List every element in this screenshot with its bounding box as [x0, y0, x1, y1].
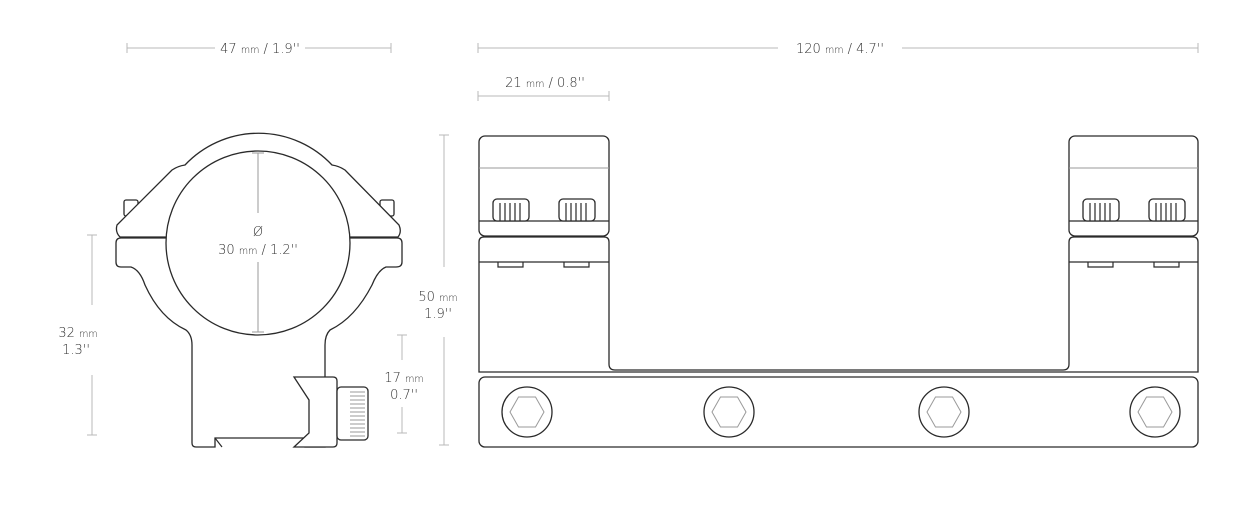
ring-width-label: 47 mm / 1.9''	[220, 42, 300, 57]
ring-cap-left	[478, 135, 610, 237]
svg-text:32 mm: 32 mm	[58, 326, 97, 341]
tube-bore	[165, 150, 351, 336]
ring-side-view: Ø 30 mm / 1.2''	[115, 132, 403, 448]
base-bolt	[703, 386, 755, 438]
mount-front-view	[478, 135, 1199, 448]
dimension-mount-length: 120 mm / 4.7''	[477, 42, 1199, 57]
svg-text:50 mm: 50 mm	[418, 290, 457, 305]
ring-tabs	[497, 262, 1180, 268]
svg-text:0.7'': 0.7''	[390, 388, 418, 403]
svg-text:1.3'': 1.3''	[62, 343, 90, 358]
dimension-ring-cap-width: 21 mm / 0.8''	[477, 76, 610, 101]
cap-screw	[492, 198, 530, 222]
rail-clamp	[292, 376, 338, 448]
mount-body	[478, 236, 1199, 373]
dimension-ring-width: 47 mm / 1.9''	[126, 42, 392, 57]
mount-base	[478, 376, 1199, 448]
knob-knurling	[350, 391, 365, 437]
dimension-base-height: 17 mm 0.7''	[384, 334, 424, 434]
dimension-center-height: 32 mm 1.3''	[58, 234, 98, 436]
cap-screw	[1082, 198, 1120, 222]
cap-screw	[558, 198, 596, 222]
base-bolt	[918, 386, 970, 438]
svg-text:17 mm: 17 mm	[384, 371, 423, 386]
base-bolt	[501, 386, 553, 438]
ring-cap-width-label: 21 mm / 0.8''	[505, 76, 585, 91]
tube-diameter-label: 30 mm / 1.2''	[218, 243, 298, 258]
diameter-symbol: Ø	[253, 225, 263, 240]
cap-screw	[1148, 198, 1186, 222]
ring-cap-right	[1068, 135, 1199, 237]
mount-length-label: 120 mm / 4.7''	[796, 42, 884, 57]
base-bolt	[1129, 386, 1181, 438]
rail-groove	[214, 437, 306, 448]
svg-text:1.9'': 1.9''	[424, 307, 452, 322]
dimension-total-height: 50 mm 1.9''	[418, 134, 458, 446]
